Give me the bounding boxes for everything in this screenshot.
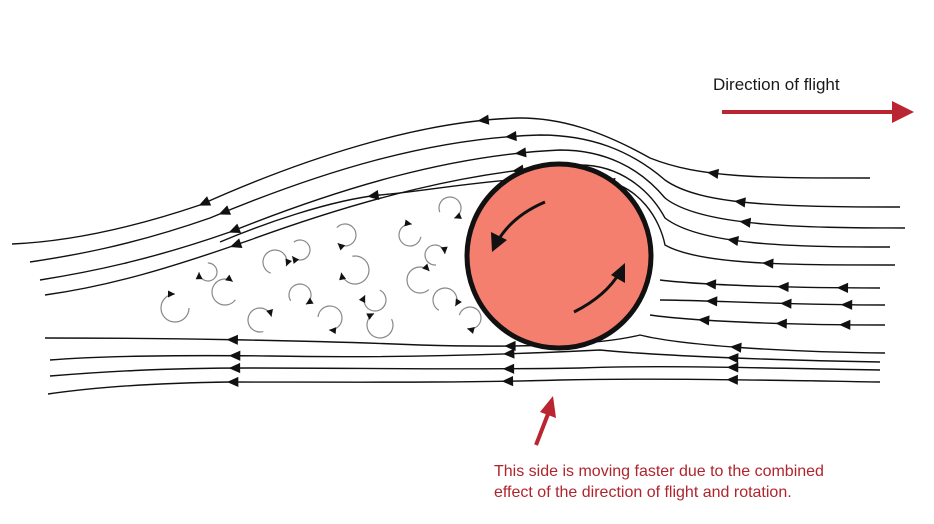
eddy-arrowhead xyxy=(337,243,346,251)
streamline-arrowhead xyxy=(228,350,241,361)
eddy xyxy=(406,266,430,294)
curved-arrow-icon-head xyxy=(491,232,507,252)
rotation-arrows xyxy=(491,200,625,314)
streamline-arrowhead xyxy=(777,281,789,293)
eddy-arrowhead xyxy=(225,274,233,282)
streamline-arrowhead xyxy=(502,363,515,374)
eddy xyxy=(317,305,343,331)
eddy-arrowhead xyxy=(292,256,300,264)
streamline-arrowhead xyxy=(840,299,853,310)
streamline-arrowhead xyxy=(228,362,241,374)
streamline-arrowhead xyxy=(729,342,742,353)
streamline xyxy=(49,366,881,377)
eddy-arrowhead xyxy=(195,272,203,280)
streamline-arrowhead xyxy=(229,238,243,249)
eddy xyxy=(398,223,422,247)
eddy-arrowhead xyxy=(455,298,462,307)
eddy xyxy=(247,307,273,333)
direction-of-flight-label: Direction of flight xyxy=(713,75,840,94)
streamline-arrowhead xyxy=(739,217,752,228)
eddy xyxy=(291,239,311,261)
streamlines xyxy=(11,114,906,395)
streamline-arrowhead xyxy=(775,318,787,329)
eddy-arrowheads xyxy=(168,212,475,335)
fast-side-note: This side is moving faster due to the co… xyxy=(494,461,824,503)
curved-arrow-icon-head xyxy=(611,263,625,283)
streamline-arrowhead xyxy=(226,334,238,345)
streamline-arrowhead xyxy=(198,196,212,206)
streamline-arrowhead xyxy=(726,236,739,247)
up-arrow-icon xyxy=(534,396,556,446)
eddy xyxy=(336,223,357,247)
eddy-arrowhead xyxy=(454,212,462,219)
streamline xyxy=(49,349,881,363)
streamline-arrowhead xyxy=(704,279,717,290)
streamline xyxy=(44,334,886,354)
streamline-arrowhead xyxy=(838,319,851,330)
eddy xyxy=(211,278,236,306)
streamline-arrowhead xyxy=(226,376,239,388)
streamline-arrowhead xyxy=(780,298,792,309)
eddy xyxy=(363,289,387,312)
streamline xyxy=(649,314,886,326)
eddy-arrowhead xyxy=(422,263,430,272)
streamline-arrowhead xyxy=(836,282,849,293)
eddy-arrowhead xyxy=(328,327,337,335)
streamline-arrowhead xyxy=(726,362,739,373)
streamline-arrowhead xyxy=(705,296,718,307)
streamline-arrowhead xyxy=(218,205,232,215)
eddy-arrowhead xyxy=(358,295,366,304)
streamline-arrowhead xyxy=(501,376,514,387)
streamline-arrowhead xyxy=(477,114,490,125)
eddy-arrowhead xyxy=(339,272,347,281)
streamline-arrowhead xyxy=(505,130,517,142)
streamline-arrowhead xyxy=(726,374,738,385)
streamline-arrowhead xyxy=(514,147,527,158)
fast-side-note-line-1: This side is moving faster due to the co… xyxy=(494,463,824,480)
streamline-arrowhead xyxy=(733,197,746,208)
eddy xyxy=(458,306,482,330)
eddy-arrowhead xyxy=(168,290,175,298)
eddy xyxy=(432,287,458,311)
right-arrow-icon xyxy=(722,101,914,123)
eddy-arrowhead xyxy=(305,297,314,305)
ball xyxy=(464,161,654,351)
streamline-arrowhead xyxy=(697,315,710,326)
streamline-arrowhead xyxy=(367,189,380,201)
eddy xyxy=(160,293,190,323)
eddy-arrowhead xyxy=(285,258,292,267)
eddy-arrowhead xyxy=(467,327,475,334)
eddy xyxy=(340,255,370,285)
fast-side-note-line-2: effect of the direction of flight and ro… xyxy=(494,484,792,501)
streamline-arrowhead xyxy=(228,223,242,234)
streamline xyxy=(29,134,901,263)
eddy xyxy=(262,249,288,274)
streamline xyxy=(47,378,881,395)
streamline-arrowhead xyxy=(761,258,774,269)
streamline-arrowhead xyxy=(726,353,739,364)
streamline-arrowhead xyxy=(707,168,719,179)
eddy-arrowhead xyxy=(266,308,273,317)
eddy xyxy=(366,312,394,339)
streamline-arrowhead xyxy=(504,340,516,352)
streamline-arrowhead xyxy=(502,348,515,359)
eddy-arrowhead xyxy=(366,313,375,320)
streamline xyxy=(11,117,871,245)
eddy-arrowhead xyxy=(440,246,448,254)
eddy-arrowhead xyxy=(404,219,412,227)
